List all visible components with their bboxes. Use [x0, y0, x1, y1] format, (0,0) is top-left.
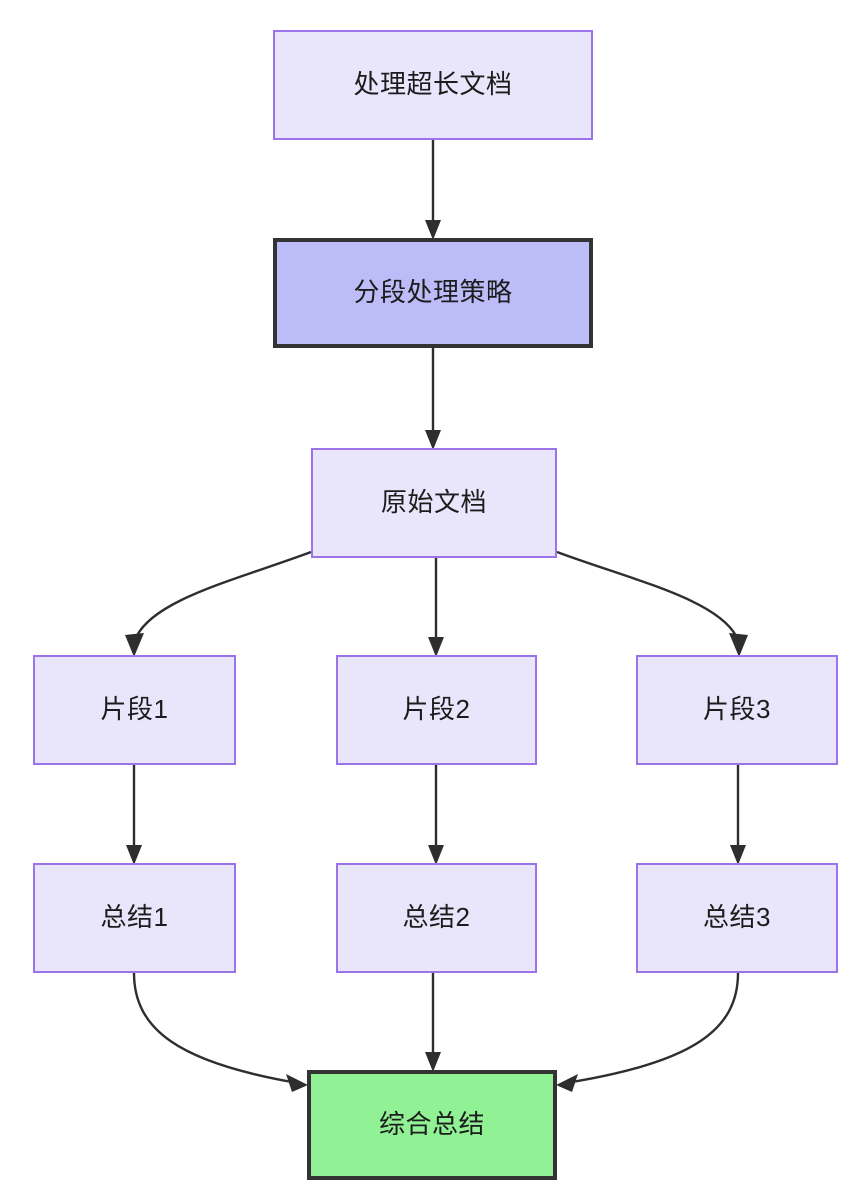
node-fragment-3[interactable]: 片段3: [636, 655, 838, 765]
node-final-summary[interactable]: 综合总结: [307, 1070, 557, 1180]
node-fragment-1-label: 片段1: [100, 694, 169, 725]
edge-long-document-to-chunking: [425, 140, 441, 240]
node-chunking-strategy[interactable]: 分段处理策略: [273, 238, 593, 348]
node-fragment-2-label: 片段2: [402, 694, 471, 725]
node-summary-1-label: 总结1: [100, 902, 169, 933]
node-long-document-label: 处理超长文档: [353, 69, 513, 100]
edge-fragment-3-to-summary-3: [730, 765, 746, 865]
node-summary-3-label: 总结3: [703, 902, 771, 933]
edge-summary-3-to-final: [556, 972, 740, 1092]
node-summary-2[interactable]: 总结2: [336, 863, 537, 973]
edge-chunking-to-source: [425, 348, 441, 450]
edge-fragment-2-to-summary-2: [428, 765, 444, 865]
node-summary-1[interactable]: 总结1: [33, 863, 236, 973]
edge-source-to-fragment-2: [428, 558, 444, 657]
node-fragment-1[interactable]: 片段1: [33, 655, 236, 765]
node-fragment-2[interactable]: 片段2: [336, 655, 537, 765]
node-source-document-label: 原始文档: [380, 487, 487, 518]
edge-summary-2-to-final: [425, 973, 441, 1072]
node-fragment-3-label: 片段3: [703, 694, 771, 725]
node-summary-3[interactable]: 总结3: [636, 863, 838, 973]
edge-source-to-fragment-3: [556, 550, 748, 657]
node-source-document[interactable]: 原始文档: [311, 448, 557, 558]
edge-summary-1-to-final: [132, 972, 308, 1092]
node-chunking-strategy-label: 分段处理策略: [353, 277, 513, 308]
edge-fragment-1-to-summary-1: [126, 765, 142, 865]
node-summary-2-label: 总结2: [402, 902, 471, 933]
node-final-summary-label: 综合总结: [378, 1109, 485, 1140]
edge-source-to-fragment-1: [125, 550, 312, 657]
node-long-document[interactable]: 处理超长文档: [273, 30, 593, 140]
